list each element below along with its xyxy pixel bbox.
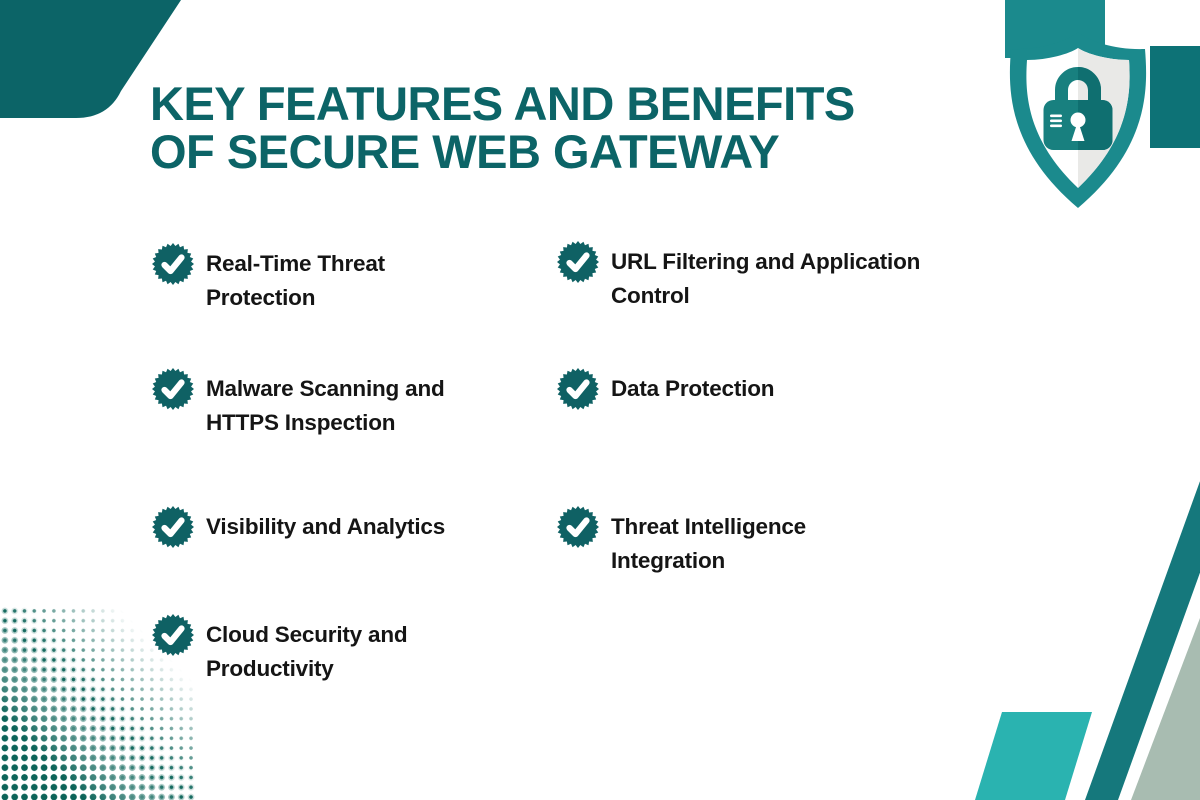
check-seal-icon [152,368,194,410]
check-seal-icon [557,241,599,283]
sage-triangle [1131,618,1200,800]
feature-label: Real-Time Threat Protection [206,251,385,310]
feature-item-real-time-threat-protection: Real-Time Threat Protection [152,243,385,315]
header-band-right-decoration [1150,46,1200,148]
feature-item-cloud-security: Cloud Security and Productivity [152,614,408,686]
feature-label: Threat Intelligence Integration [611,514,806,573]
check-seal-icon [557,368,599,410]
feature-label: Data Protection [611,376,775,401]
check-seal-icon [557,506,599,548]
feature-label: URL Filtering and Application Control [611,249,921,308]
feature-item-data-protection: Data Protection [557,368,774,410]
feature-item-threat-intelligence: Threat Intelligence Integration [557,506,806,578]
check-seal-icon [152,506,194,548]
feature-item-malware-scanning: Malware Scanning and HTTPS Inspection [152,368,445,440]
feature-label: Visibility and Analytics [206,514,446,539]
feature-label: Cloud Security and Productivity [206,622,408,681]
feature-label: Malware Scanning and HTTPS Inspection [206,376,445,435]
keyhole [1070,112,1086,128]
bright-teal-parallelogram [975,712,1092,800]
check-seal-icon [152,243,194,285]
corner-decoration-top-left [0,0,181,118]
page-title: KEY FEATURES AND BENEFITS OF SECURE WEB … [150,77,855,178]
corner-decoration-bottom-right [975,481,1200,800]
feature-item-visibility-analytics: Visibility and Analytics [152,506,445,548]
halftone-dots-decoration-fade [0,606,196,800]
feature-item-url-filtering: URL Filtering and Application Control [557,241,920,313]
shield-lock-icon [1009,32,1147,208]
